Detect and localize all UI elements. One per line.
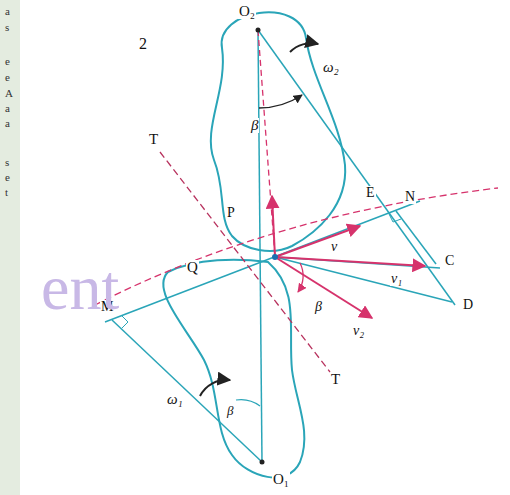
watermark: ent [40,256,120,320]
page-margin [0,0,20,495]
velocity-arrow [275,226,360,257]
tangent-label: T [148,132,159,147]
common-normal [105,201,420,322]
angle-label: β [314,300,323,314]
rotation-arrow [200,380,230,396]
velocity-label: v [330,240,338,254]
k-c-line [275,257,440,268]
velocity-arrow [272,196,275,257]
velocity-arrow [275,257,372,318]
velocity-arrow [275,257,425,266]
angular-velocity: ω₂ [322,60,340,75]
velocity-label: v₂ [352,324,365,338]
rotation-arrow [290,43,318,52]
margin-text: A [4,88,14,99]
angle-arc [298,263,303,292]
angular-velocity: ω₁ [166,392,184,407]
angle-arc [259,95,302,108]
angle-label: β [226,404,234,417]
point-label: Q [186,260,199,275]
dashed-line [258,30,275,257]
velocity-label: v₁ [390,272,403,286]
o1-m-line [112,320,262,462]
point-label: N [404,190,416,204]
tangent-label: T [330,372,341,387]
margin-text: a [4,103,11,114]
margin-text: s [4,157,10,168]
pivot-point [256,28,261,33]
k-d-line [275,257,452,302]
body-two-outline [211,12,345,251]
margin-text: e [4,72,11,83]
point-label: O₂ [238,4,256,19]
n-c-line [396,211,436,264]
right-angle-mark [122,316,128,328]
dashed-curve [95,188,498,305]
common-tangent [160,152,330,372]
point-label: C [444,254,455,268]
margin-text: a [4,6,11,17]
contact-point [272,254,278,260]
point-label: O₁ [272,472,290,487]
point-label: P [226,206,236,220]
body-one-outline [163,260,304,478]
margin-text: t [4,187,9,198]
point-label: D [462,298,474,312]
margin-text: e [4,172,11,183]
margin-text: a [4,118,11,129]
centre-line [258,30,262,462]
margin-text: s [4,22,10,33]
point-label: E [365,186,376,200]
part-number: 2 [138,36,148,52]
pivot-point [260,460,265,465]
margin-text: e [4,56,11,67]
angle-arc [236,400,260,406]
angle-label: β [250,118,259,133]
right-angle-mark [389,214,401,222]
